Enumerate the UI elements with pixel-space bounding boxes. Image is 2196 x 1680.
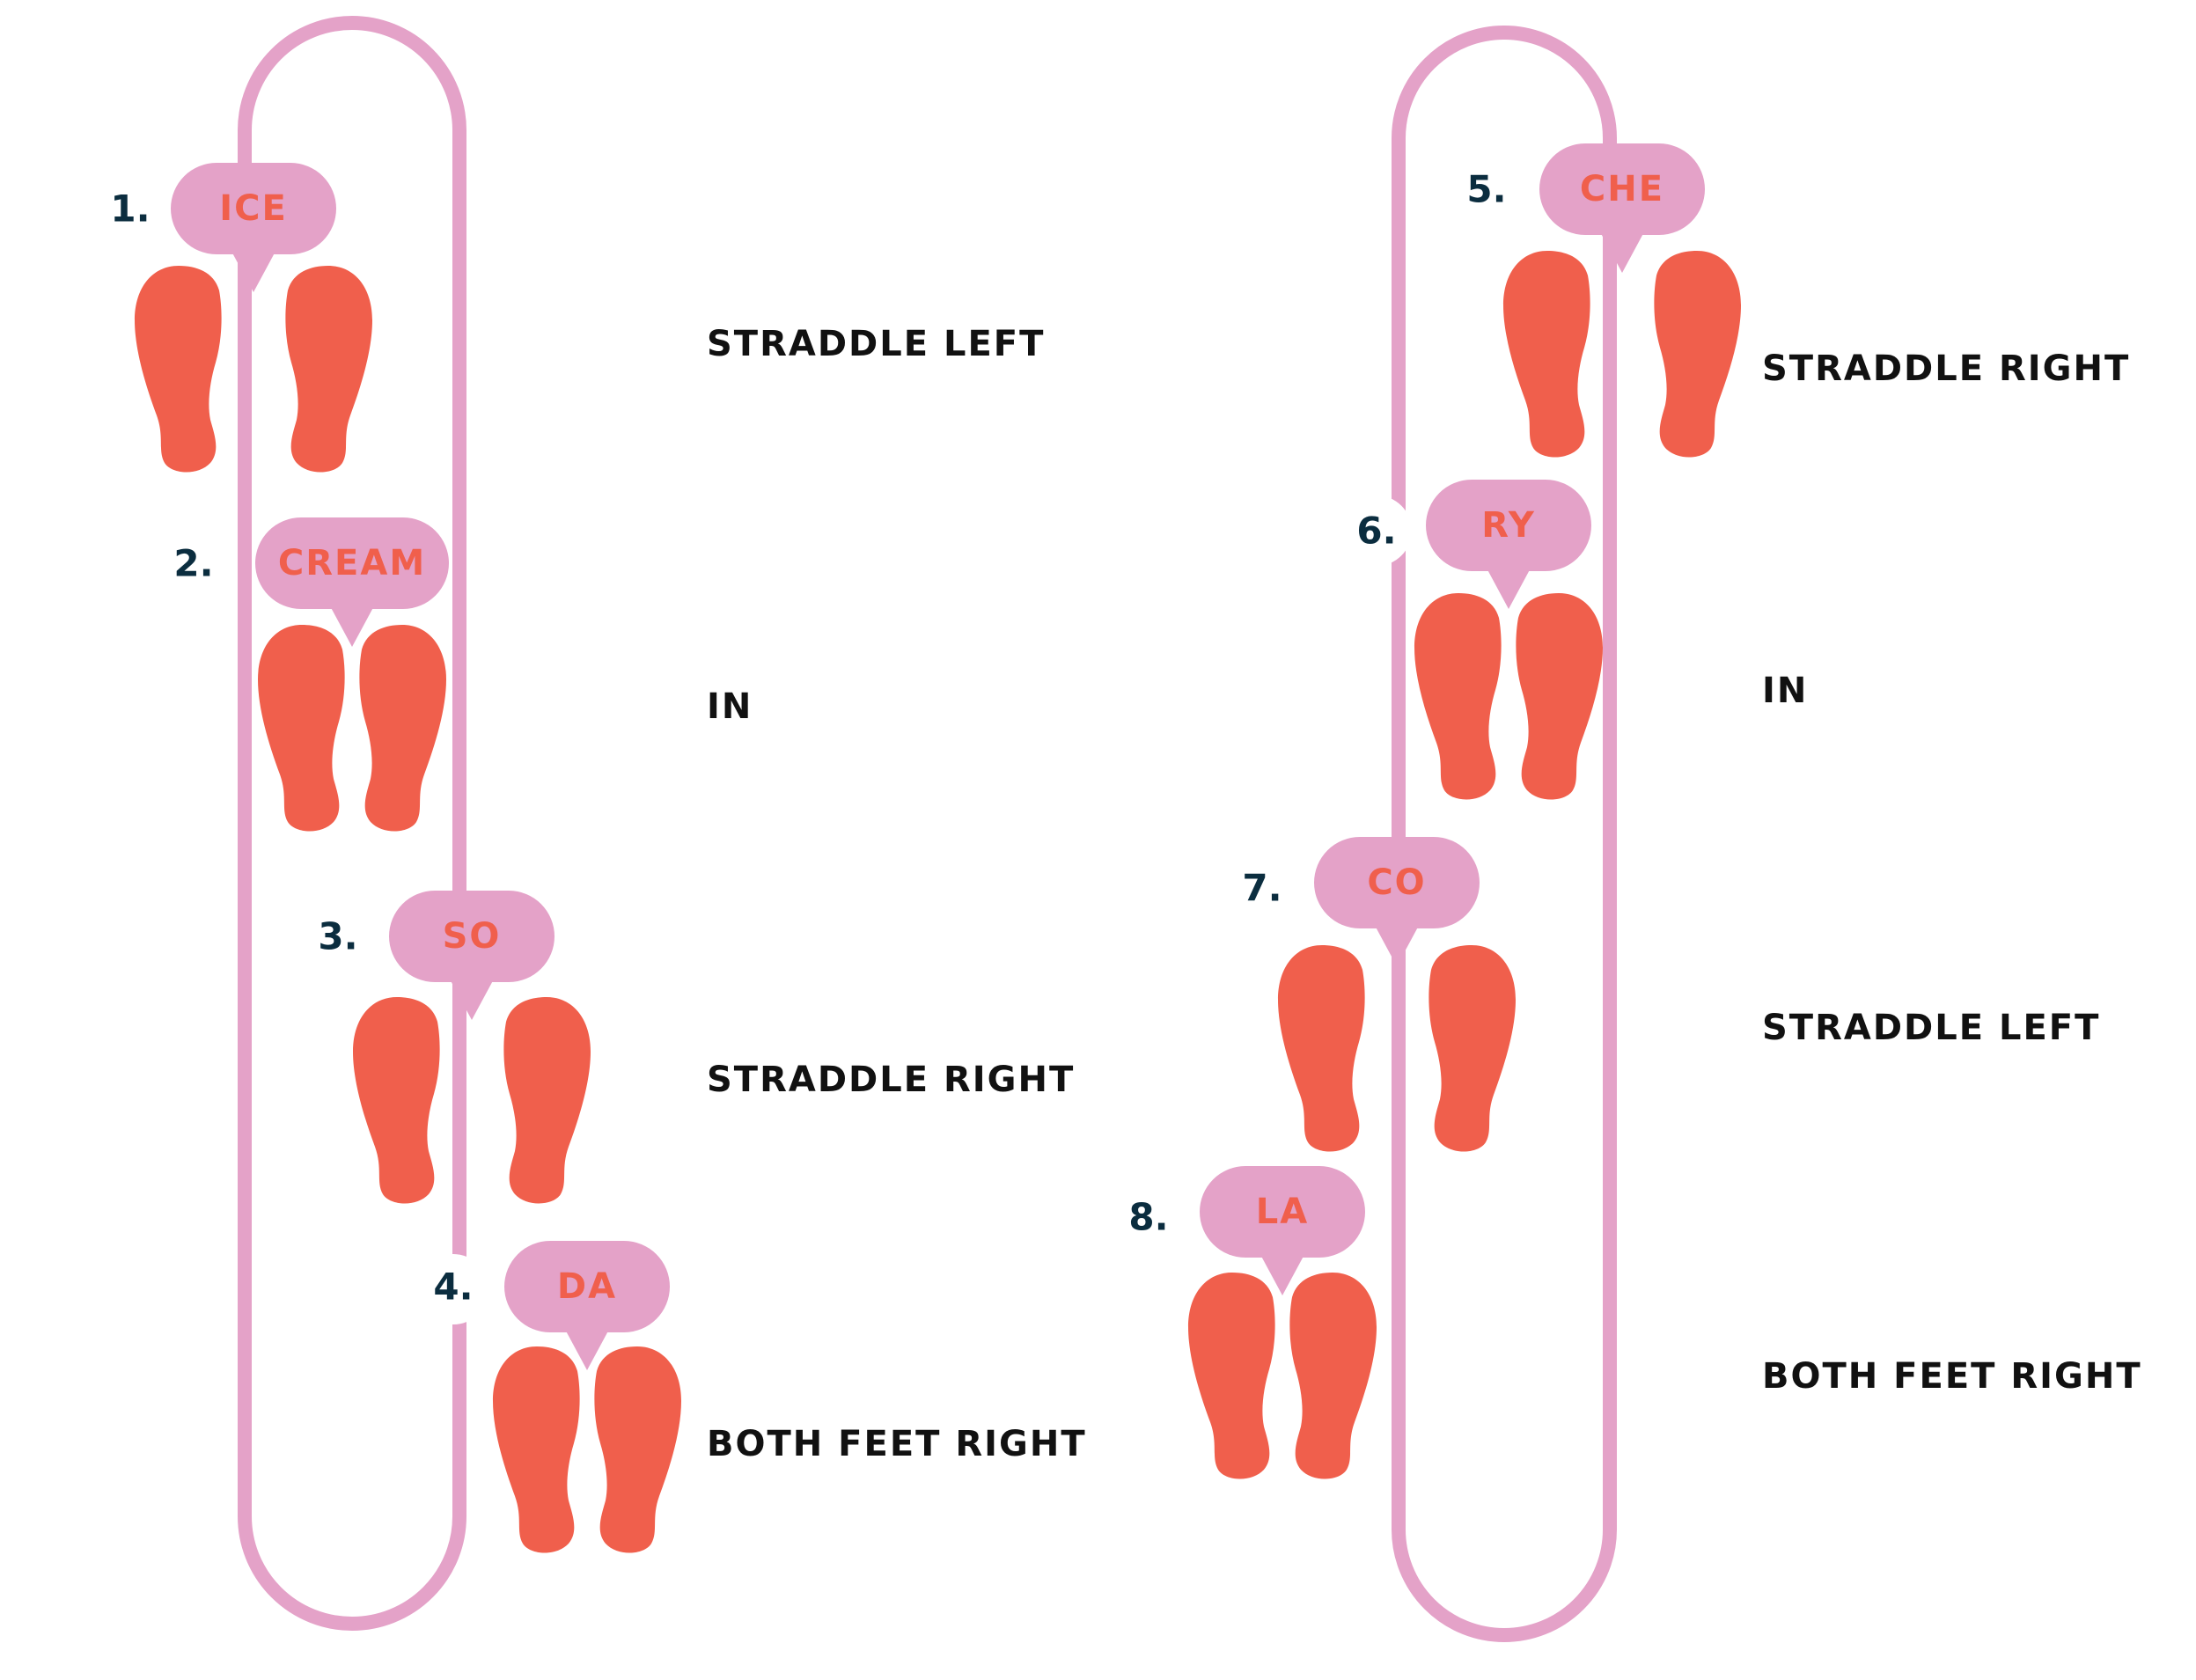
bubble-pointer bbox=[1372, 921, 1421, 966]
number-background bbox=[418, 1254, 488, 1324]
step-number: 1. bbox=[110, 187, 150, 231]
bubble-shape bbox=[1539, 143, 1705, 235]
move-label-8: BOTH FEET RIGHT bbox=[1762, 1356, 2142, 1397]
left-footprint bbox=[135, 266, 222, 473]
move-label-3: STRADDLE RIGHT bbox=[707, 1060, 1075, 1100]
step-number: 4. bbox=[433, 1266, 473, 1309]
syllable-label: LA bbox=[1256, 1192, 1309, 1232]
move-label-7: STRADDLE LEFT bbox=[1762, 1008, 2100, 1048]
left-footprint bbox=[493, 1346, 580, 1553]
speech-bubble: RY bbox=[1426, 480, 1591, 609]
left-footprint bbox=[1188, 1273, 1275, 1479]
move-labels: STRADDLE LEFT IN STRADDLE RIGHT BOTH FEE… bbox=[707, 324, 2142, 1464]
bubble-pointer bbox=[327, 601, 377, 647]
step-3: 3. SO bbox=[318, 891, 591, 1204]
track-left bbox=[238, 16, 466, 1631]
step-8: 8. LA bbox=[1128, 1166, 1377, 1479]
bubble-shape bbox=[1314, 837, 1480, 928]
step-2: 2. CREAM bbox=[173, 517, 449, 832]
left-footprint bbox=[1503, 251, 1590, 458]
bubble-pointer bbox=[447, 974, 496, 1020]
right-footprint bbox=[1429, 945, 1516, 1152]
track-right bbox=[1392, 26, 1617, 1642]
left-footprint bbox=[258, 625, 345, 832]
footprints-icon bbox=[1503, 251, 1741, 458]
syllable-label: DA bbox=[557, 1266, 617, 1307]
footprints-icon bbox=[258, 625, 446, 832]
step-5: 5. CHE bbox=[1466, 143, 1741, 458]
right-footprint bbox=[359, 625, 446, 832]
step-1: 1. ICE bbox=[110, 163, 372, 473]
syllable-label: SO bbox=[443, 916, 502, 957]
number-background bbox=[1341, 495, 1412, 566]
speech-bubble: SO bbox=[389, 891, 555, 1020]
bubble-shape bbox=[1426, 480, 1591, 571]
footprints-icon bbox=[1188, 1273, 1377, 1479]
speech-bubble: LA bbox=[1200, 1166, 1365, 1295]
right-footprint bbox=[1654, 251, 1741, 458]
move-label-5: STRADDLE RIGHT bbox=[1762, 348, 2130, 389]
speech-bubble: CREAM bbox=[255, 517, 449, 647]
right-footprint bbox=[285, 266, 372, 473]
step-number: 2. bbox=[173, 542, 213, 585]
step-number: 3. bbox=[318, 915, 357, 958]
elastic-loop-left bbox=[238, 16, 466, 1631]
bubble-shape bbox=[504, 1241, 670, 1332]
elastic-loop-right bbox=[1392, 26, 1617, 1642]
bubble-pointer bbox=[1484, 563, 1533, 609]
move-label-1: STRADDLE LEFT bbox=[707, 324, 1045, 364]
step-number: 8. bbox=[1128, 1196, 1168, 1239]
right-footprint bbox=[594, 1346, 681, 1553]
right-footprint bbox=[503, 997, 591, 1204]
step-number: 7. bbox=[1242, 867, 1282, 910]
bubble-pointer bbox=[562, 1324, 612, 1370]
speech-bubble: ICE bbox=[171, 163, 336, 292]
syllable-label: CHE bbox=[1580, 169, 1664, 209]
footprints-icon bbox=[1414, 593, 1603, 800]
syllable-label: ICE bbox=[219, 188, 288, 229]
left-footprint bbox=[353, 997, 440, 1204]
bubble-pointer bbox=[1597, 227, 1647, 273]
footprints-icon bbox=[135, 266, 372, 473]
step-4: 4. DA bbox=[418, 1241, 681, 1553]
speech-bubble: CO bbox=[1314, 837, 1480, 966]
bubble-shape bbox=[171, 163, 336, 254]
bubble-shape bbox=[1200, 1166, 1365, 1258]
step-number: 6. bbox=[1356, 510, 1396, 553]
syllable-label: RY bbox=[1481, 505, 1536, 546]
left-footprint bbox=[1414, 593, 1502, 800]
move-label-4: BOTH FEET RIGHT bbox=[707, 1424, 1087, 1464]
bubble-shape bbox=[255, 517, 449, 609]
bubble-pointer bbox=[1258, 1250, 1307, 1295]
move-label-2: IN bbox=[707, 686, 753, 727]
syllable-label: CO bbox=[1367, 862, 1426, 903]
footprints-icon bbox=[353, 997, 591, 1204]
speech-bubble: CHE bbox=[1539, 143, 1705, 273]
move-label-6: IN bbox=[1762, 671, 1808, 711]
right-footprint bbox=[1516, 593, 1603, 800]
footprints-icon bbox=[493, 1346, 681, 1553]
bubble-shape bbox=[389, 891, 555, 982]
step-7: 7. CO bbox=[1242, 837, 1516, 1152]
step-number: 5. bbox=[1466, 168, 1506, 211]
right-footprint bbox=[1289, 1273, 1377, 1479]
step-6: 6. RY bbox=[1341, 480, 1603, 800]
syllable-label: CREAM bbox=[278, 543, 426, 583]
bubble-pointer bbox=[229, 246, 278, 292]
speech-bubble: DA bbox=[504, 1241, 670, 1370]
left-footprint bbox=[1278, 945, 1365, 1152]
